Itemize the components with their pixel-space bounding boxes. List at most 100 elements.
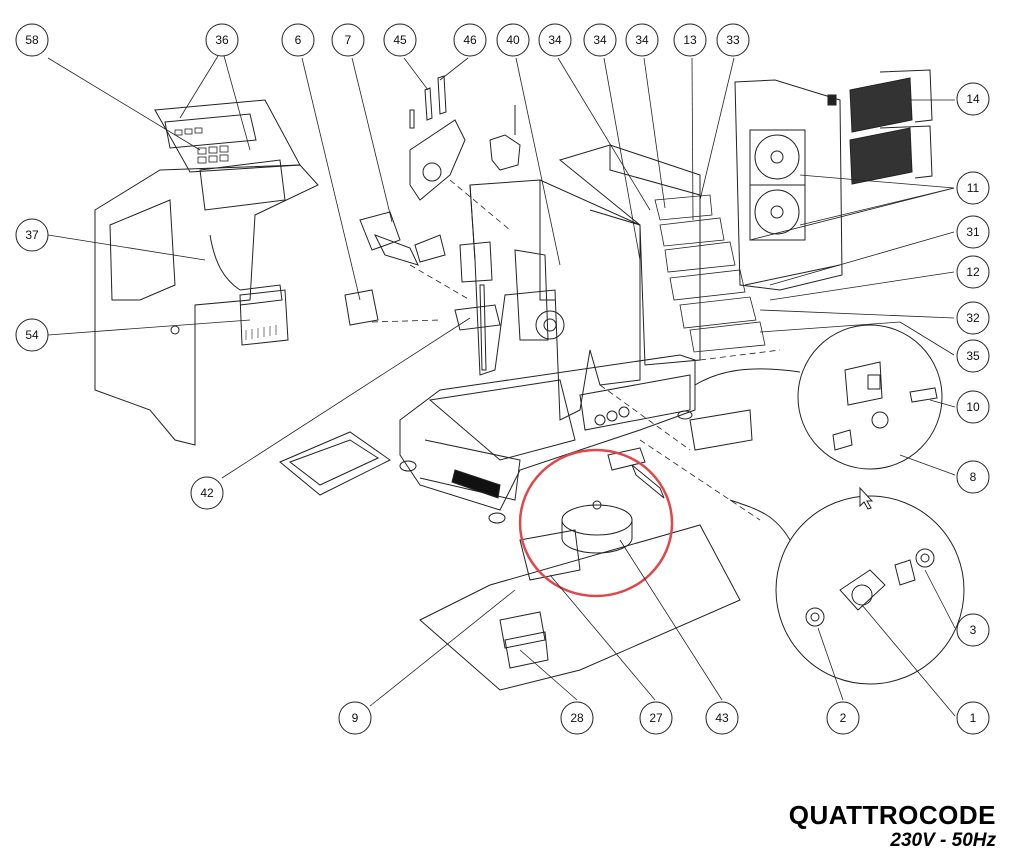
- callout-bubble: [560, 701, 594, 735]
- callout-40: 40: [496, 23, 530, 57]
- callout-number: 46: [463, 33, 477, 47]
- callout-number: 1: [970, 711, 977, 725]
- mouse-cursor-icon: [859, 486, 874, 510]
- highlight-circle: [518, 448, 674, 598]
- callout-number: 2: [840, 711, 847, 725]
- callout-number: 32: [966, 311, 980, 325]
- callout-number: 3: [970, 623, 977, 637]
- callout-bubble: [956, 460, 990, 494]
- callout-number: 7: [345, 33, 352, 47]
- callout-3: 3: [956, 613, 990, 647]
- callout-bubble: [383, 23, 417, 57]
- callout-bubble: [625, 23, 659, 57]
- callout-bubble: [331, 23, 365, 57]
- callout-number: 35: [966, 349, 980, 363]
- callout-54: 54: [15, 318, 49, 352]
- callout-number: 58: [25, 33, 39, 47]
- callout-bubble: [538, 23, 572, 57]
- callout-number: 36: [215, 33, 229, 47]
- callout-bubble: [15, 23, 49, 57]
- callout-32: 32: [956, 301, 990, 335]
- callout-number: 43: [715, 711, 729, 725]
- callout-bubble: [583, 23, 617, 57]
- callout-35: 35: [956, 339, 990, 373]
- callout-number: 34: [593, 33, 607, 47]
- callout-number: 12: [966, 265, 980, 279]
- callout-33: 33: [716, 23, 750, 57]
- callout-37: 37: [15, 218, 49, 252]
- callout-bubble: [956, 301, 990, 335]
- callout-bubble: [956, 215, 990, 249]
- callout-bubble: [705, 701, 739, 735]
- callout-number: 6: [295, 33, 302, 47]
- callout-number: 37: [25, 228, 39, 242]
- callout-bubble: [956, 82, 990, 116]
- callout-28: 28: [560, 701, 594, 735]
- callout-bubble: [15, 218, 49, 252]
- callout-number: 8: [970, 470, 977, 484]
- callout-number: 31: [966, 225, 980, 239]
- detail-circle-electronics: [797, 324, 943, 470]
- callout-bubble: [826, 701, 860, 735]
- callout-10: 10: [956, 390, 990, 424]
- callout-number: 10: [966, 400, 980, 414]
- dashed-assembly-lines: [371, 179, 781, 521]
- callout-bubble: [956, 339, 990, 373]
- callout-43: 43: [705, 701, 739, 735]
- callout-number: 9: [352, 711, 359, 725]
- callout-46: 46: [453, 23, 487, 57]
- leader-lines: [47, 55, 956, 717]
- callout-number: 13: [683, 33, 697, 47]
- callout-number: 27: [649, 711, 663, 725]
- callout-bubble: [15, 318, 49, 352]
- callout-number: 11: [967, 181, 980, 195]
- callout-bubble: [338, 701, 372, 735]
- callout-7: 7: [331, 23, 365, 57]
- callout-number: 34: [548, 33, 562, 47]
- callout-bubble: [673, 23, 707, 57]
- callout-8: 8: [956, 460, 990, 494]
- callout-45: 45: [383, 23, 417, 57]
- callout-11: 11: [956, 171, 990, 205]
- callout-42: 42: [190, 476, 224, 510]
- callout-12: 12: [956, 255, 990, 289]
- callout-bubble: [496, 23, 530, 57]
- callout-bubble: [190, 476, 224, 510]
- callout-bubble: [956, 613, 990, 647]
- callout-number: 54: [25, 328, 39, 342]
- callout-bubble: [281, 23, 315, 57]
- callout-1: 1: [956, 701, 990, 735]
- callout-27: 27: [639, 701, 673, 735]
- voltage-rating: 230V - 50Hz: [890, 830, 996, 851]
- callout-number: 45: [393, 33, 407, 47]
- callout-number: 28: [570, 711, 584, 725]
- callout-31: 31: [956, 215, 990, 249]
- callout-bubble: [956, 171, 990, 205]
- callout-number: 33: [726, 33, 740, 47]
- callout-13: 13: [673, 23, 707, 57]
- callout-36: 36: [205, 23, 239, 57]
- callout-bubble: [205, 23, 239, 57]
- product-title: QUATTROCODE: [788, 800, 996, 830]
- callout-34: 34: [538, 23, 572, 57]
- callout-34: 34: [625, 23, 659, 57]
- callout-bubble: [639, 701, 673, 735]
- callout-58: 58: [15, 23, 49, 57]
- callout-2: 2: [826, 701, 860, 735]
- callout-34: 34: [583, 23, 617, 57]
- callout-9: 9: [338, 701, 372, 735]
- callout-14: 14: [956, 82, 990, 116]
- callout-number: 14: [966, 92, 980, 106]
- callout-bubble: [956, 701, 990, 735]
- detail-circles: [694, 324, 965, 685]
- detail-circle-spindle: [775, 495, 965, 685]
- callout-number: 42: [200, 486, 214, 500]
- callout-bubble: [453, 23, 487, 57]
- parts-drawing: [94, 69, 938, 691]
- callout-6: 6: [281, 23, 315, 57]
- title-block: QUATTROCODE 230V - 50Hz: [789, 800, 996, 852]
- callout-bubble: [956, 255, 990, 289]
- callout-number: 34: [635, 33, 649, 47]
